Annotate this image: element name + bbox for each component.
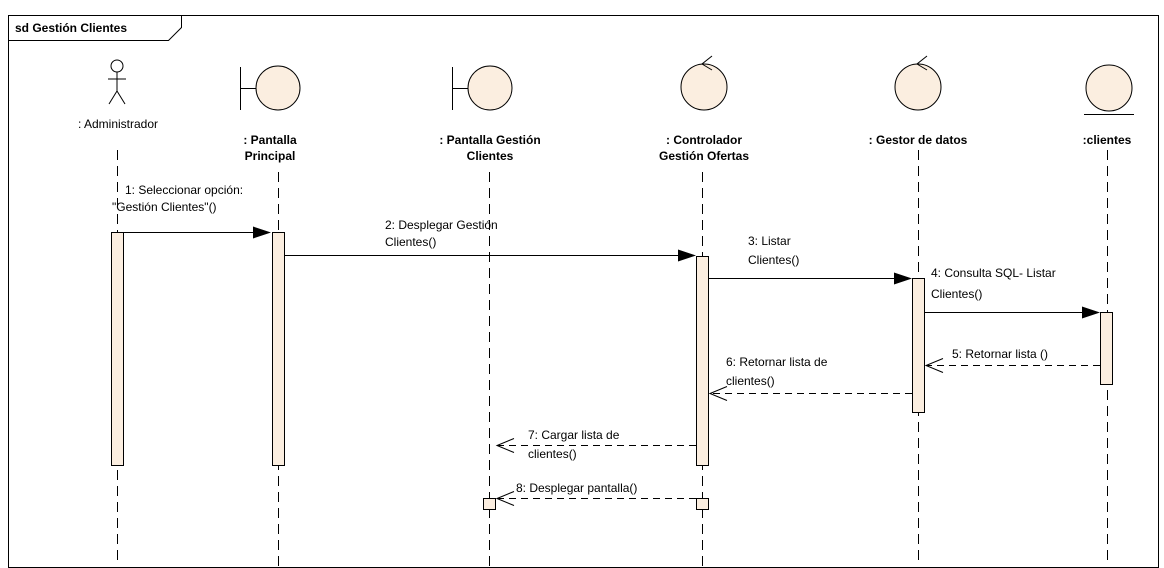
open-arrowhead-icon [495,438,515,453]
filled-arrowhead-icon [1082,306,1100,319]
lifeline-name-gestor: : Gestor de datos [869,133,968,147]
activation-bars [111,232,1113,510]
message-4 [925,306,1100,319]
lifeline-name-gestion-line2: Clientes [467,149,514,163]
message-6-label-line2: clientes() [726,374,775,388]
lifeline-name-admin: : Administrador [78,117,158,131]
activation-bar-clientes [1100,312,1113,385]
message-5 [924,358,1100,373]
message-8-label: 8: Desplegar pantalla() [516,481,637,495]
activation-bar-principal [272,232,285,466]
control-icon [680,55,728,111]
activation-box-gestion [483,498,496,510]
activation-bar-admin [111,232,124,466]
entity-icon [1084,64,1134,115]
message-3 [709,272,912,285]
message-1-label-line2: "Gestión Clientes"() [112,200,217,214]
lifeline-name-gestion-line1: : Pantalla Gestión [439,133,540,147]
message-6-label-line1: 6: Retornar lista de [726,355,828,369]
message-1-label-line1: 1: Seleccionar opción: [125,183,243,197]
filled-arrowhead-icon [253,226,271,239]
message-7-label-line2: clientes() [528,447,577,461]
message-3-label-line1: 3: Listar [748,234,791,248]
lifeline-name-clientes: :clientes [1083,133,1132,147]
message-8 [495,491,696,506]
lifeline-name-principal-line2: Principal [245,149,296,163]
message-7-label-line1: 7: Cargar lista de [528,428,620,442]
message-5-label: 5: Retornar lista () [952,347,1048,361]
filled-arrowhead-icon [894,272,912,285]
lifeline-name-principal-line1: : Pantalla [243,133,297,147]
activation-bar-gestor [912,278,925,413]
open-arrowhead-icon [708,386,728,401]
control-icon [894,55,942,111]
open-arrowhead-icon [924,358,944,373]
lifeline-name-controlador-line1: : Controlador [666,133,742,147]
activation-bar-controlador [696,256,709,466]
message-2-label-line2: Clientes() [385,235,436,249]
frame-title-tab [8,15,182,41]
filled-arrowhead-icon [678,249,696,262]
lifeline-name-controlador-line2: Gestión Ofertas [659,149,749,163]
open-arrowhead-icon [495,491,515,506]
message-2-label-line1: 2: Desplegar Gestión [385,218,498,232]
message-3-label-line2: Clientes() [748,253,799,267]
message-7 [495,438,696,453]
message-1 [123,226,271,239]
message-6 [708,386,912,401]
message-2 [285,249,696,262]
activation-box-controlador-end [696,498,709,510]
actor-stick-figure-icon [108,59,126,105]
boundary-icon [240,65,301,111]
message-4-label-line2: Clientes() [931,287,982,301]
message-4-label-line1: 4: Consulta SQL- Listar [931,266,1056,280]
boundary-icon [452,65,513,111]
frame-title: sd Gestión Clientes [15,21,127,35]
